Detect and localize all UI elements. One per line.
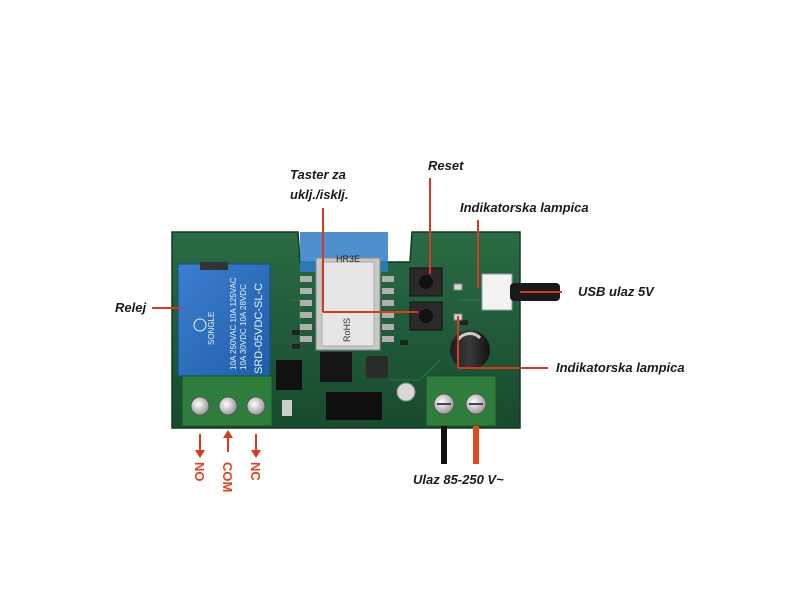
power-terminal-block — [425, 375, 497, 427]
relay-brand-text: SONGLE — [207, 312, 216, 345]
relay-rating-2: 10A 30VDC 10A 28VDC — [239, 284, 248, 370]
relay-component: SONGLE 10A 250VAC 10A 125VAC 10A 30VDC 1… — [177, 262, 271, 377]
label-indikator-bottom: Indikatorska lampica — [556, 360, 685, 375]
relay-model-text: SRD-05VDC-SL-C — [253, 283, 265, 374]
terminal-label-com: COM — [220, 462, 235, 493]
module-rohs-text: RoHS — [342, 318, 352, 342]
arrow-head-com — [223, 430, 233, 438]
arrow-head-nc — [251, 450, 261, 458]
reset-button — [409, 267, 443, 297]
relay-terminal-block — [181, 375, 273, 427]
wifi-module: HR3E RoHS — [300, 232, 394, 351]
module-name-text: HR3E — [336, 254, 360, 264]
on-off-button — [409, 301, 443, 331]
label-relej: Relej — [115, 300, 147, 315]
label-ulaz: Ulaz 85-250 V~ — [413, 472, 504, 487]
terminal-label-nc: NC — [248, 462, 263, 481]
arrow-head-no — [195, 450, 205, 458]
indicator-led-top — [453, 283, 463, 291]
terminal-label-no: NO — [192, 462, 207, 482]
wire-neutral — [441, 426, 447, 464]
capacitor — [450, 330, 490, 370]
label-usb: USB ulaz 5V — [578, 284, 654, 299]
wire-live — [473, 426, 479, 464]
relay-rating-1: 10A 250VAC 10A 125VAC — [229, 277, 238, 370]
label-taster: Taster za uklj./isklj. — [290, 167, 349, 202]
label-reset: Reset — [428, 158, 464, 173]
misc-components — [276, 320, 468, 420]
label-indikator-top: Indikatorska lampica — [460, 200, 589, 215]
